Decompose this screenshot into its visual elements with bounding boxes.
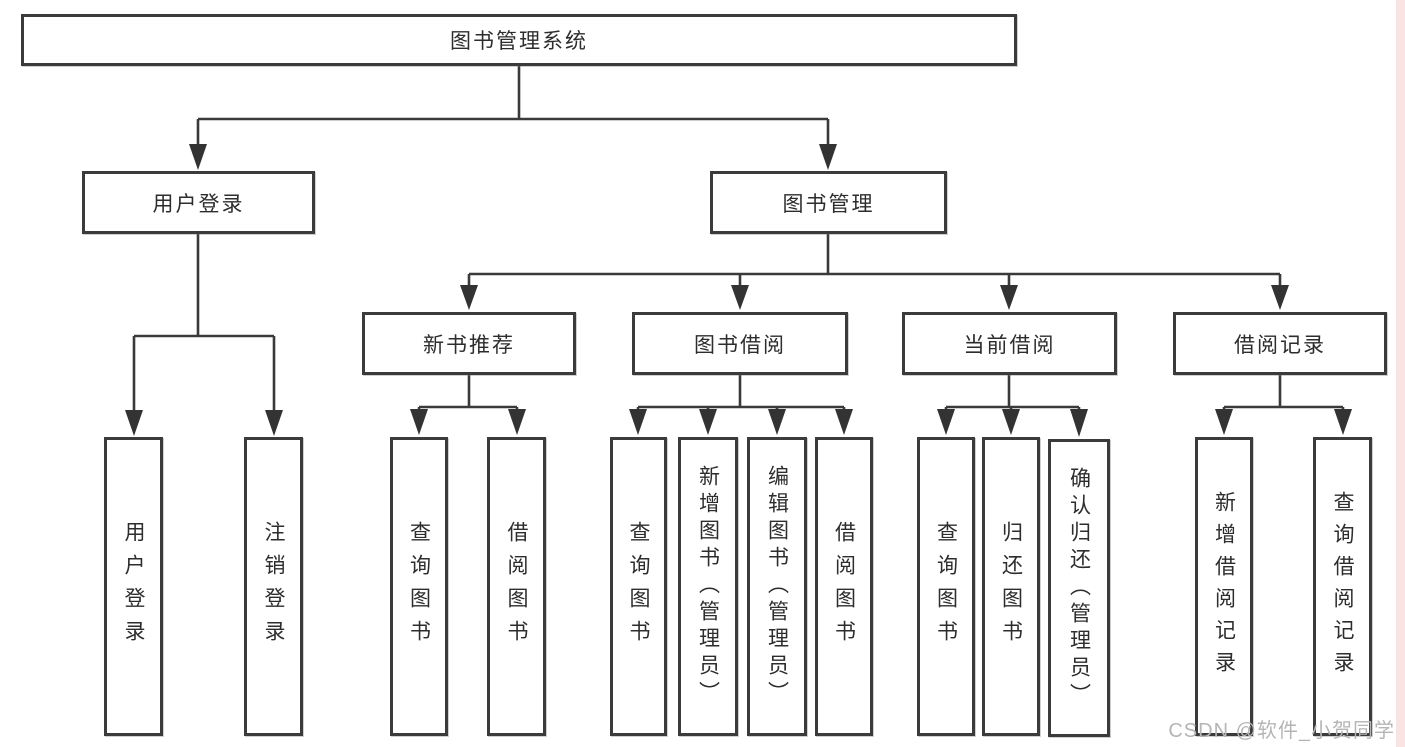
leaf-current-query-label: 查询图书: [934, 520, 958, 653]
node-borrow-records: 借阅记录: [1173, 312, 1387, 375]
leaf-record-query-label: 查询借阅记录: [1331, 490, 1354, 683]
node-current-borrow-label: 当前借阅: [963, 333, 1056, 357]
connector-newbook-to-leaves: [417, 375, 519, 415]
node-book-borrow: 图书借阅: [632, 312, 848, 375]
connector-records-to-leaves: [1222, 375, 1345, 415]
arrowheads: [125, 144, 1352, 437]
node-current-borrow: 当前借阅: [902, 312, 1117, 375]
right-edge-strip: [1396, 0, 1405, 747]
leaf-user-login-label: 用户登录: [122, 520, 145, 653]
connector-bookborrow-to-leaves: [636, 375, 846, 415]
leaf-borrow-add-admin-label: 新增图书（管理员）: [696, 465, 720, 708]
leaf-record-query: 查询借阅记录: [1313, 437, 1372, 736]
leaf-borrow-book-label: 借阅图书: [832, 520, 856, 653]
node-root-label: 图书管理系统: [450, 30, 588, 53]
leaf-newbook-query-label: 查询图书: [407, 520, 431, 653]
leaf-current-confirm-admin-label: 确认归还（管理员）: [1067, 466, 1091, 710]
leaf-current-confirm-admin: 确认归还（管理员）: [1048, 439, 1110, 737]
leaf-borrow-query: 查询图书: [610, 437, 667, 736]
leaf-newbook-borrow-label: 借阅图书: [505, 520, 528, 653]
leaf-newbook-query: 查询图书: [390, 437, 448, 736]
leaf-borrow-book: 借阅图书: [815, 437, 873, 736]
leaf-logout: 注销登录: [244, 437, 303, 736]
node-book-borrow-label: 图书借阅: [694, 333, 786, 357]
node-book-management: 图书管理: [710, 171, 947, 234]
leaf-borrow-add-admin: 新增图书（管理员）: [678, 437, 738, 736]
node-book-management-label: 图书管理: [782, 192, 875, 216]
node-new-book-recommend: 新书推荐: [362, 312, 576, 375]
csdn-watermark: CSDN @软件_小贺同学: [1168, 720, 1395, 742]
leaf-record-add: 新增借阅记录: [1195, 437, 1253, 736]
leaf-borrow-query-label: 查询图书: [627, 520, 650, 653]
leaf-record-add-label: 新增借阅记录: [1212, 490, 1236, 683]
node-user-login: 用户登录: [82, 171, 315, 234]
leaf-current-query: 查询图书: [917, 437, 975, 736]
leaf-borrow-edit-admin-label: 编辑图书（管理员）: [765, 465, 789, 708]
connector-bookmgmt-to-level3: [467, 234, 1282, 291]
leaf-current-return-label: 归还图书: [999, 520, 1023, 653]
connector-userlogin-to-leaves: [132, 234, 276, 416]
leaf-current-return: 归还图书: [982, 437, 1040, 736]
leaf-user-login: 用户登录: [104, 437, 163, 736]
node-root: 图书管理系统: [21, 14, 1017, 66]
connector-root-to-level2: [196, 66, 830, 150]
leaf-logout-label: 注销登录: [262, 520, 285, 653]
leaf-newbook-borrow: 借阅图书: [487, 437, 546, 736]
node-user-login-label: 用户登录: [152, 192, 245, 216]
node-new-book-recommend-label: 新书推荐: [423, 333, 515, 357]
node-borrow-records-label: 借阅记录: [1234, 333, 1326, 357]
leaf-borrow-edit-admin: 编辑图书（管理员）: [747, 437, 807, 736]
